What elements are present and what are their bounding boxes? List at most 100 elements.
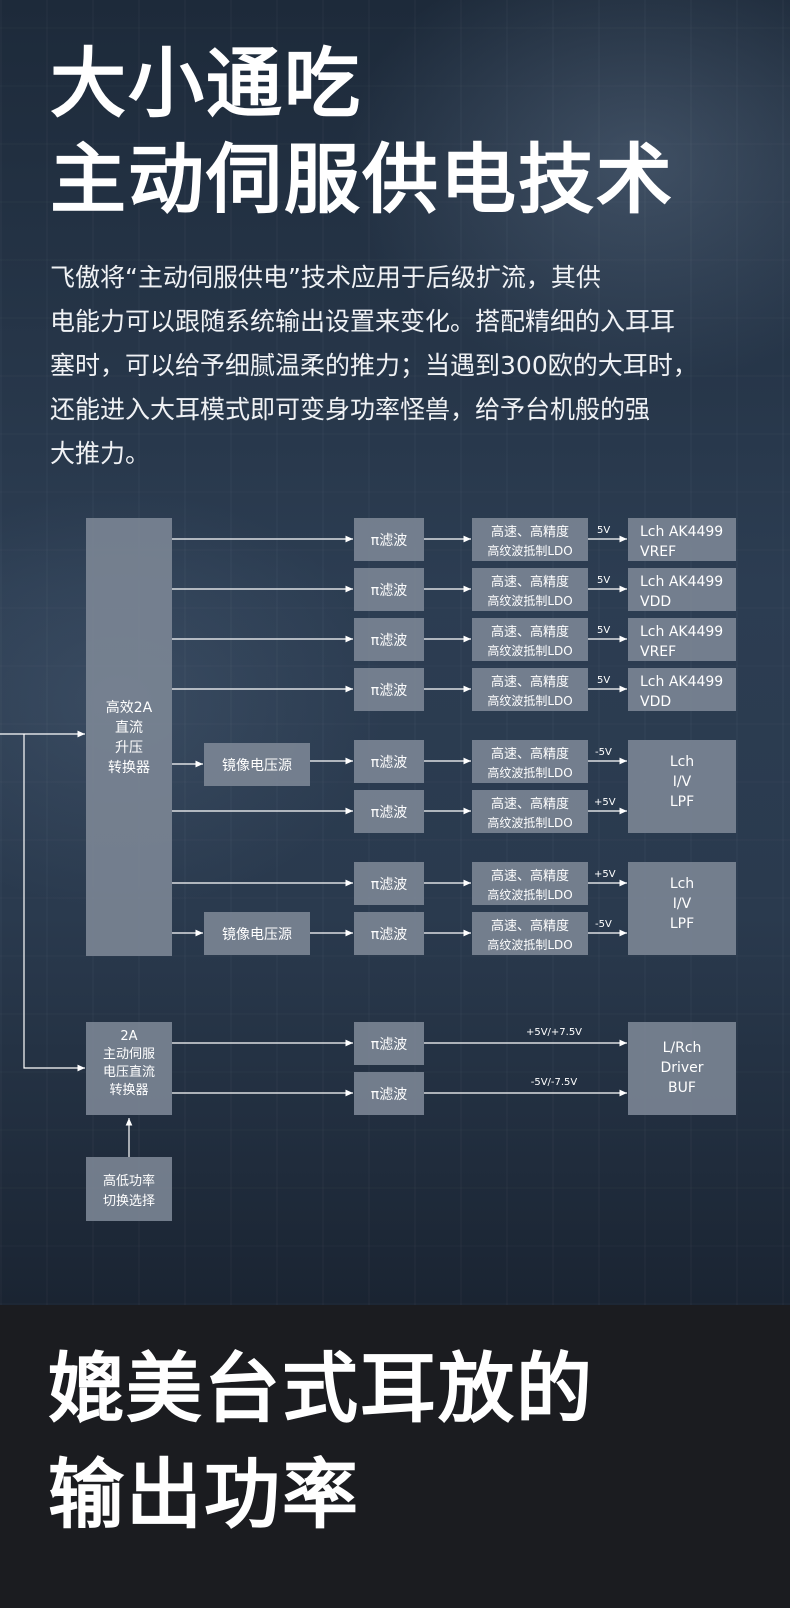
input-feed-lines xyxy=(0,734,85,1068)
pi-filter-block: π滤波 xyxy=(354,790,424,833)
mirror-label: 镜像电压源 xyxy=(222,758,292,774)
ldo-line: 高纹波抵制LDO xyxy=(487,887,572,902)
ldo-line: 高速、高精度 xyxy=(491,918,569,934)
ldo-line: 高速、高精度 xyxy=(491,674,569,690)
pi-filter-block: π滤波 xyxy=(354,618,424,661)
pi-filter-block: π滤波 xyxy=(354,568,424,611)
voltage-label: 5V xyxy=(597,675,610,686)
pi-filter-block: π滤波 xyxy=(354,1072,424,1115)
target-line: LPF xyxy=(670,916,694,932)
filter-label: π滤波 xyxy=(371,927,407,943)
target-line: Lch xyxy=(670,876,694,892)
converter2-line: 主动伺服 xyxy=(103,1047,155,1062)
section-title-line: 大小通吃 xyxy=(50,36,674,132)
section-description: 飞傲将“主动伺服供电”技术应用于后级扩流，其供 电能力可以跟随系统输出设置来变化… xyxy=(50,256,750,476)
converter2-line: 2A xyxy=(120,1029,137,1044)
pi-filter-block: π滤波 xyxy=(354,912,424,955)
converter1-line: 直流 xyxy=(115,719,143,736)
boost-converter-block: 高效2A 直流 升压 转换器 xyxy=(86,518,172,956)
converter1-line: 转换器 xyxy=(108,759,150,776)
voltage-label: +5V xyxy=(594,869,616,880)
target-line: VDD xyxy=(640,594,671,610)
ldo-line: 高纹波抵制LDO xyxy=(487,543,572,558)
description-line: 飞傲将“主动伺服供电”技术应用于后级扩流，其供 xyxy=(50,256,750,300)
filter-label: π滤波 xyxy=(371,805,407,821)
target-line: I/V xyxy=(673,896,692,912)
voltage-label: +5V xyxy=(594,797,616,808)
power-supply-block-diagram: 高效2A 直流 升压 转换器 镜像电压源 镜像电压源 π滤波 π滤波 π滤波 π… xyxy=(0,500,790,1230)
target-line: Lch AK4499 xyxy=(640,524,723,540)
ldo-line: 高速、高精度 xyxy=(491,796,569,812)
next-section-title-line: 输出功率 xyxy=(48,1442,594,1548)
ldo-line: 高速、高精度 xyxy=(491,524,569,540)
ldo-line: 高速、高精度 xyxy=(491,624,569,640)
mirror-voltage-source: 镜像电压源 xyxy=(204,743,310,786)
ldo-line: 高纹波抵制LDO xyxy=(487,593,572,608)
converter1-line: 高效2A xyxy=(106,699,153,716)
converter2-line: 转换器 xyxy=(109,1083,148,1098)
servo-converter-block: 2A 主动伺服 电压直流 转换器 xyxy=(86,1022,172,1115)
description-line: 塞时，可以给予细腻温柔的推力；当遇到300欧的大耳时， xyxy=(50,344,750,388)
ldo-line: 高速、高精度 xyxy=(491,746,569,762)
next-section-title-line: 媲美台式耳放的 xyxy=(48,1336,594,1442)
filter-label: π滤波 xyxy=(371,877,407,893)
voltage-label: -5V/-7.5V xyxy=(531,1077,578,1088)
pi-filter-block: π滤波 xyxy=(354,862,424,905)
filter-label: π滤波 xyxy=(371,633,407,649)
mirror-voltage-source: 镜像电压源 xyxy=(204,912,310,955)
converter1-line: 升压 xyxy=(115,740,143,756)
target-line: Lch AK4499 xyxy=(640,624,723,640)
filter-label: π滤波 xyxy=(371,533,407,549)
ldo-line: 高纹波抵制LDO xyxy=(487,693,572,708)
target-line: VREF xyxy=(640,644,676,660)
voltage-label: -5V xyxy=(595,747,612,758)
target-line: BUF xyxy=(668,1080,696,1096)
switch-line: 切换选择 xyxy=(103,1194,155,1209)
description-line: 还能进入大耳模式即可变身功率怪兽，给予台机般的强 xyxy=(50,388,750,432)
ldo-line: 高纹波抵制LDO xyxy=(487,937,572,952)
target-line: Lch AK4499 xyxy=(640,674,723,690)
section-title-line: 主动伺服供电技术 xyxy=(50,132,674,228)
filter-label: π滤波 xyxy=(371,1037,407,1053)
switch-line: 高低功率 xyxy=(103,1173,155,1189)
voltage-label: +5V/+7.5V xyxy=(526,1027,582,1038)
converter2-line: 电压直流 xyxy=(103,1065,155,1080)
power-mode-switch-block: 高低功率 切换选择 xyxy=(86,1157,172,1221)
pi-filter-block: π滤波 xyxy=(354,1022,424,1065)
mirror-label: 镜像电压源 xyxy=(222,927,292,943)
filter-label: π滤波 xyxy=(371,1087,407,1103)
pi-filter-block: π滤波 xyxy=(354,740,424,783)
target-line: Lch xyxy=(670,754,694,770)
filter-label: π滤波 xyxy=(371,755,407,771)
target-line: VDD xyxy=(640,694,671,710)
voltage-label: 5V xyxy=(597,575,610,586)
voltage-label: -5V xyxy=(595,919,612,930)
pi-filter-block: π滤波 xyxy=(354,518,424,561)
filter-label: π滤波 xyxy=(371,583,407,599)
voltage-label: 5V xyxy=(597,525,610,536)
ldo-line: 高纹波抵制LDO xyxy=(487,765,572,780)
ldo-line: 高速、高精度 xyxy=(491,868,569,884)
ldo-line: 高纹波抵制LDO xyxy=(487,815,572,830)
target-line: VREF xyxy=(640,544,676,560)
target-line: I/V xyxy=(673,774,692,790)
section-title: 大小通吃 主动伺服供电技术 xyxy=(50,36,674,228)
target-line: Driver xyxy=(660,1060,703,1076)
filter-label: π滤波 xyxy=(371,683,407,699)
target-line: Lch AK4499 xyxy=(640,574,723,590)
description-line: 电能力可以跟随系统输出设置来变化。搭配精细的入耳耳 xyxy=(50,300,750,344)
